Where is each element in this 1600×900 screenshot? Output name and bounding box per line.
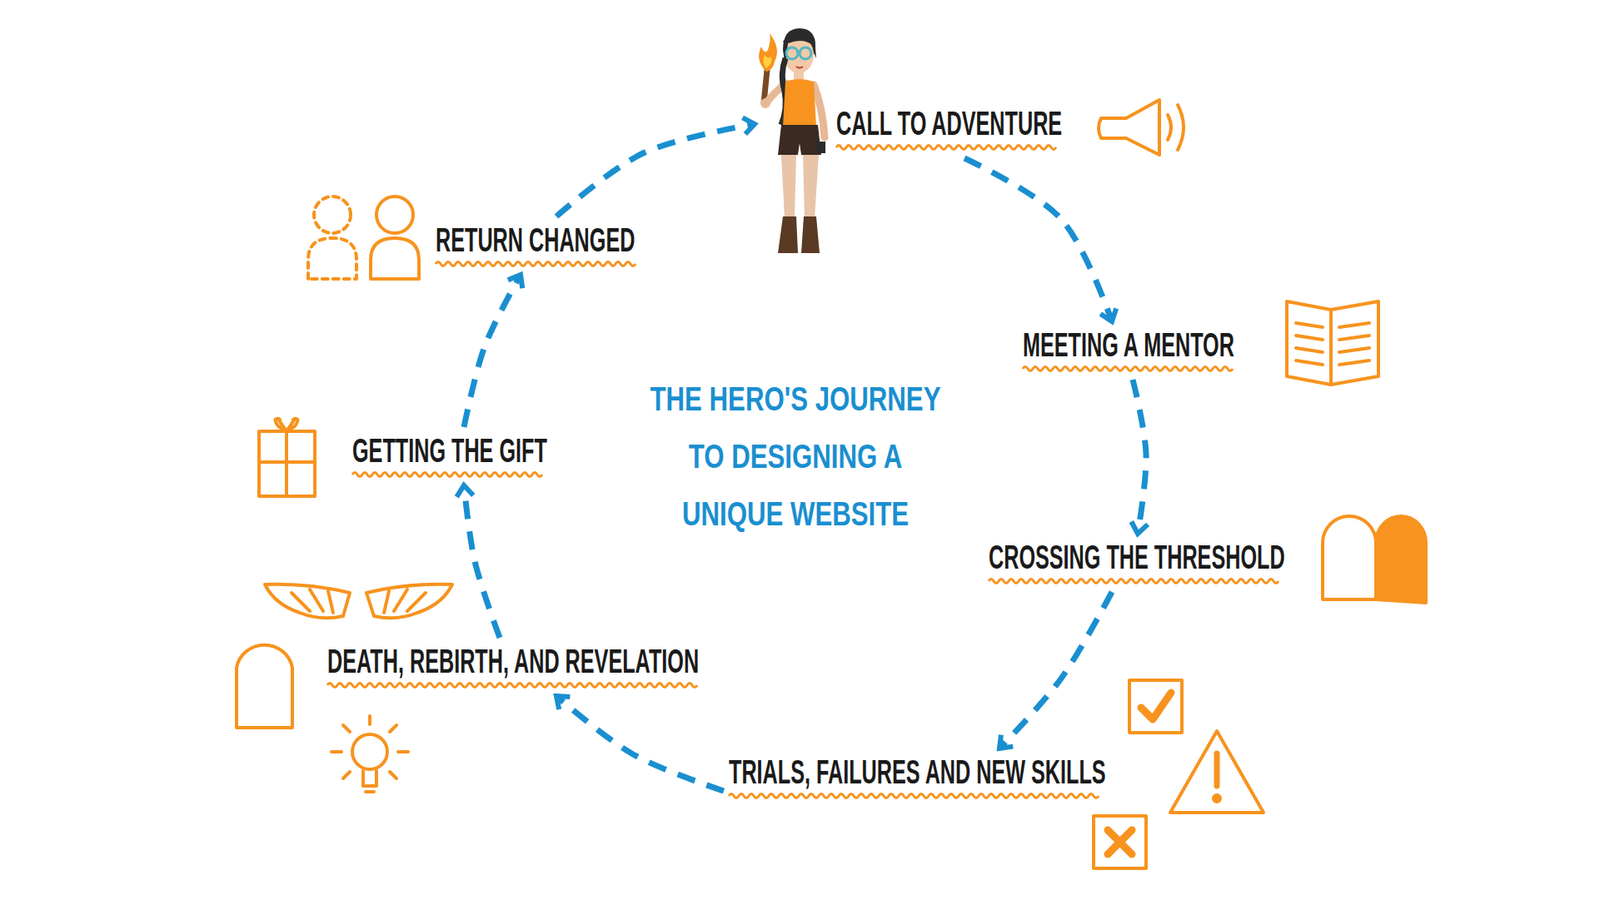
door-icon [1322,516,1426,604]
stage-label: GETTING THE GIFT [347,427,553,486]
hero-figure [758,28,826,254]
tombstone-icon [236,645,293,728]
wavy-underline [988,576,1286,587]
wings-icon [264,584,453,619]
stage-label: CROSSING THE THRESHOLD [983,533,1291,593]
stage-label: CALL TO ADVENTURE [754,99,1068,159]
stage-text: RETURN CHANGED [435,221,635,259]
journey-arrow [999,592,1112,749]
wavy-underline [728,791,1107,802]
journey-arrow [1132,379,1147,534]
wavy-underline [327,680,700,691]
stage-text: MEETING A MENTOR [1022,326,1235,364]
wavy-underline [836,142,1063,153]
journey-arrow [463,274,521,428]
journey-arrow [964,158,1112,322]
stage-label: RETURN CHANGED [430,216,641,275]
diagram-title: THE HERO'S JOURNEY TO DESIGNING A UNIQUE… [640,370,952,544]
warning-icon [1170,731,1264,813]
stage-text: GETTING THE GIFT [352,432,548,469]
journey-arrow [556,696,724,792]
wavy-underline [435,259,636,270]
wavy-underline-path [1022,367,1233,372]
stage-label: TRIALS, FAILURES AND NEW SKILLS [723,748,1112,808]
journey-arrow [463,485,500,639]
bulb-icon [331,716,409,793]
wavy-underline-path [435,262,636,267]
wavy-underline-path [836,145,1057,150]
check-icon [1129,680,1182,733]
stage-text: CROSSING THE THRESHOLD [988,538,1286,576]
fail-icon [1093,816,1147,869]
stage-text: TRIALS, FAILURES AND NEW SKILLS [728,753,1107,791]
wavy-underline-path [728,794,1099,799]
wavy-underline [1022,363,1235,374]
wavy-underline-path [327,683,698,688]
stage-label: MEETING A MENTOR [1017,321,1240,380]
stage-text: DEATH, REBIRTH, AND REVELATION [327,642,699,680]
stage-icons [236,99,1426,869]
megaphone-icon [1098,99,1184,155]
journey-arrow [556,124,755,217]
stage-text: CALL TO ADVENTURE [836,104,1062,142]
stage-label: DEATH, REBIRTH, AND REVELATION [322,638,705,697]
person-icons [308,196,419,280]
wavy-underline [352,469,548,480]
wavy-underline-path [988,579,1279,584]
wavy-underline-path [352,473,543,478]
gift-icon [259,418,315,497]
book-icon [1286,301,1379,385]
